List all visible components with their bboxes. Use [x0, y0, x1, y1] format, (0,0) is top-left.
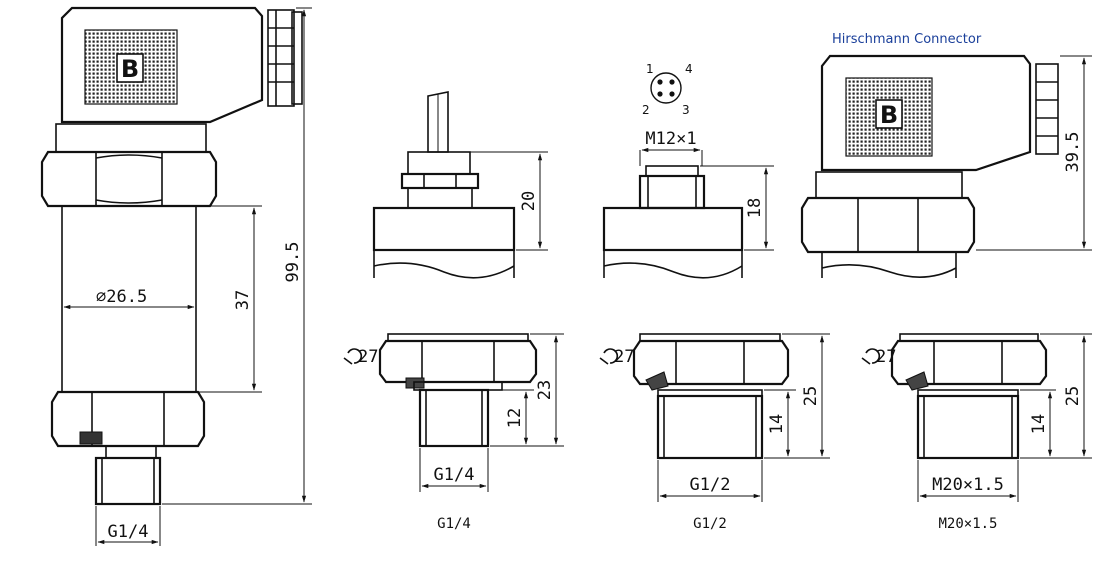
- pin-2-label: 2: [642, 103, 650, 117]
- fitting-2-hex: 27: [614, 347, 634, 367]
- m12-thread-label: M12×1: [645, 129, 696, 149]
- cable-height-label: 20: [519, 191, 539, 211]
- fitting-2-total: 25: [801, 386, 821, 406]
- fitting-3-total: 25: [1063, 386, 1083, 406]
- top-hex-nut: [40, 150, 218, 208]
- fitting-g12: 27 14 25 G1/2 G1/2: [599, 333, 830, 532]
- total-length-label: 99.5: [283, 242, 303, 283]
- fitting-2-thread: G1/2: [690, 475, 731, 495]
- cable-outlet-view: 20: [372, 91, 548, 279]
- fitting-g14: 27 12 23 G1/4 G1/4: [343, 333, 564, 532]
- din-connector-main: B: [60, 6, 303, 124]
- fitting-3-hex: 27: [876, 347, 896, 367]
- body-length-label: 37: [233, 290, 253, 310]
- fitting-1-total: 23: [535, 380, 555, 400]
- fitting-1-caption: G1/4: [437, 516, 471, 532]
- main-thread: [94, 456, 162, 506]
- fitting-2-thread-len: 14: [767, 414, 787, 434]
- din-outlet-view: Hirschmann Connector B 39.5: [800, 32, 1092, 278]
- din-connector-letter: B: [880, 101, 898, 129]
- fitting-2-caption: G1/2: [693, 516, 727, 532]
- fitting-1-hex: 27: [358, 347, 378, 367]
- main-thread-label: G1/4: [108, 522, 149, 542]
- pin-3-label: 3: [682, 103, 690, 117]
- fitting-3-thread: M20×1.5: [932, 475, 1004, 495]
- fitting-1-thread: G1/4: [434, 465, 475, 485]
- bottom-hex-nut: [50, 390, 206, 448]
- m12-height-label: 18: [745, 198, 765, 218]
- pin-4-label: 4: [685, 62, 693, 76]
- fitting-3-thread-len: 14: [1029, 414, 1049, 434]
- fitting-m20: 27 14 25 M20×1.5 M20×1.5: [861, 333, 1092, 532]
- connector-letter: B: [121, 55, 139, 83]
- diameter-label: ⌀26.5: [96, 287, 147, 307]
- connector-title: Hirschmann Connector: [832, 32, 982, 47]
- fitting-1-thread-len: 12: [505, 408, 525, 428]
- pin-1-label: 1: [646, 62, 654, 76]
- main-sensor-view: B: [40, 6, 312, 546]
- fitting-3-caption: M20×1.5: [938, 516, 997, 532]
- m12-outlet-view: 1 4 2 3 M12×1 18: [602, 62, 774, 279]
- din-height-label: 39.5: [1063, 132, 1083, 173]
